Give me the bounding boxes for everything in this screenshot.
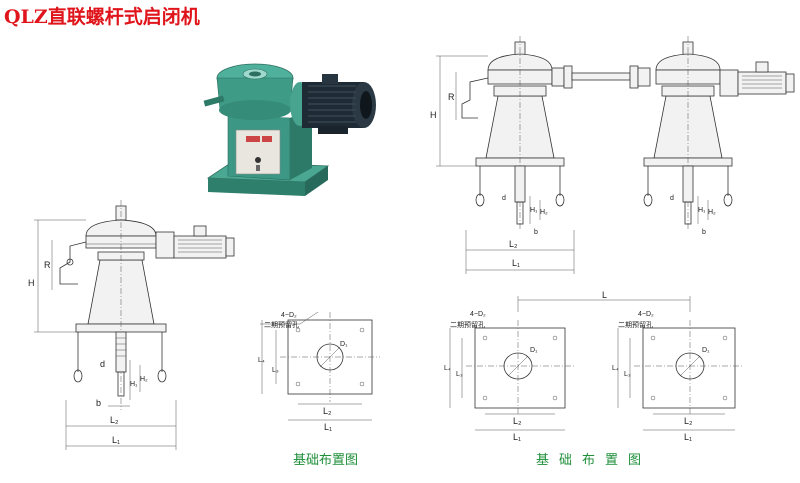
dim-H1-top-b: H₁ (698, 207, 706, 214)
reserved-hole-a: 二期预留孔 (450, 320, 485, 329)
dim-D2-b: 4−D₂ (638, 311, 654, 318)
dim-b-top-b: b (702, 229, 706, 236)
dim-L4-a: L₄ (444, 365, 451, 372)
dim-H: H (28, 278, 35, 288)
side-view-left (34, 200, 235, 450)
dim-L3-b: L₃ (624, 371, 631, 378)
dim-H1-top-a: H₁ (530, 207, 538, 214)
dim-H2-top-a: H₂ (540, 209, 548, 216)
dim-L1-b: L₁ (684, 432, 692, 442)
reserved-hole-mid: 二期预留孔 (264, 320, 299, 329)
dim-D2-mid: 4−D₂ (281, 312, 297, 319)
dim-L2-mid: L₂ (323, 406, 332, 416)
dim-L2-a: L₂ (513, 416, 522, 426)
dim-L4-b: L₄ (612, 365, 619, 372)
dim-b-top-a: b (534, 229, 538, 236)
dim-D2-a: 4−D₂ (470, 311, 486, 318)
dim-L2-top: L₂ (509, 239, 518, 249)
dim-H1: H₁ (130, 381, 138, 388)
caption-foundation-left: 基础布置图 (293, 453, 359, 468)
dim-D1-mid: D₁ (340, 341, 348, 348)
side-view-double (436, 36, 795, 274)
dim-L1: L₁ (112, 435, 120, 445)
dim-d: d (100, 359, 105, 369)
dim-L3-mid: L₃ (272, 367, 279, 374)
dim-H2-top-b: H₂ (708, 209, 716, 216)
dim-D1-b: D₁ (702, 347, 710, 354)
dim-L1-mid: L₁ (324, 422, 332, 432)
dim-L2: L₂ (110, 415, 119, 425)
dim-L1-top: L₁ (512, 258, 520, 268)
dim-L2-b: L₂ (684, 416, 693, 426)
foundation-plan-double (449, 296, 744, 431)
machine-photo (203, 63, 376, 196)
dim-L1-a: L₁ (513, 432, 521, 442)
dim-L4-mid: L₄ (258, 357, 265, 364)
dim-D1-a: D₁ (530, 347, 538, 354)
caption-foundation-right: 基础布置图 (536, 453, 652, 468)
dim-R: R (44, 260, 51, 270)
dim-H-top: H (430, 110, 437, 120)
dim-d-top-b: d (670, 195, 674, 202)
foundation-plan-single (260, 311, 380, 421)
reserved-hole-b: 二期预留孔 (618, 320, 653, 329)
dim-H2: H₂ (140, 376, 148, 383)
dim-R-top: R (448, 92, 455, 102)
dim-b: b (96, 398, 101, 408)
page-title: QLZ直联螺杆式启闭机 (4, 6, 200, 28)
dim-d-top-a: d (502, 195, 506, 202)
dim-L3-a: L₃ (456, 371, 463, 378)
dim-L-double: L (602, 290, 607, 300)
